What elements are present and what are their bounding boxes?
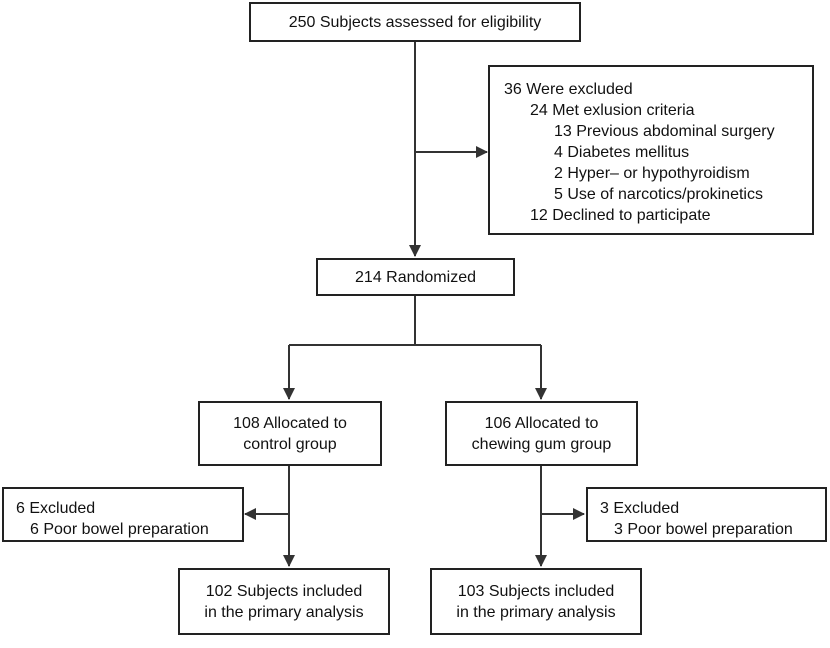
exclusion-box: 36 Were excluded 24 Met exlusion criteri…: [488, 65, 814, 235]
exclusion-reason: 4 Diabetes mellitus: [554, 144, 690, 161]
gum-allocation-line: chewing gum group: [471, 435, 612, 453]
exclusion-reason: 5 Use of narcotics/prokinetics: [554, 186, 763, 203]
control-excluded-box: 6 Excluded 6 Poor bowel preparation: [2, 487, 244, 542]
exclusion-declined: 12 Declined to participate: [530, 207, 711, 224]
exclusion-reason: 2 Hyper– or hypothyroidism: [554, 165, 750, 182]
control-excluded-reason: 6 Poor bowel preparation: [30, 521, 209, 538]
randomized-text: 214 Randomized: [355, 268, 476, 286]
control-allocation-box: 108 Allocated to control group: [198, 401, 382, 466]
exclusion-reason: 13 Previous abdominal surgery: [554, 123, 775, 140]
control-allocation-line: 108 Allocated to: [233, 414, 347, 432]
exclusion-title: 36 Were excluded: [504, 81, 633, 98]
gum-analysis-box: 103 Subjects included in the primary ana…: [430, 568, 642, 635]
control-analysis-box: 102 Subjects included in the primary ana…: [178, 568, 390, 635]
randomized-box: 214 Randomized: [316, 258, 515, 296]
gum-excluded-box: 3 Excluded 3 Poor bowel preparation: [586, 487, 827, 542]
screening-text: 250 Subjects assessed for eligibility: [288, 13, 542, 31]
gum-allocation-line: 106 Allocated to: [484, 414, 599, 432]
gum-analysis-line: in the primary analysis: [456, 603, 616, 621]
gum-excluded-title: 3 Excluded: [600, 500, 680, 517]
gum-excluded-reason: 3 Poor bowel preparation: [614, 521, 793, 538]
gum-allocation-box: 106 Allocated to chewing gum group: [445, 401, 638, 466]
control-allocation-line: control group: [243, 435, 337, 453]
gum-analysis-line: 103 Subjects included: [457, 582, 615, 600]
control-analysis-line: in the primary analysis: [204, 603, 364, 621]
control-analysis-line: 102 Subjects included: [205, 582, 363, 600]
exclusion-criteria: 24 Met exlusion criteria: [530, 102, 695, 119]
control-excluded-title: 6 Excluded: [16, 500, 96, 517]
screening-box: 250 Subjects assessed for eligibility: [249, 2, 581, 42]
